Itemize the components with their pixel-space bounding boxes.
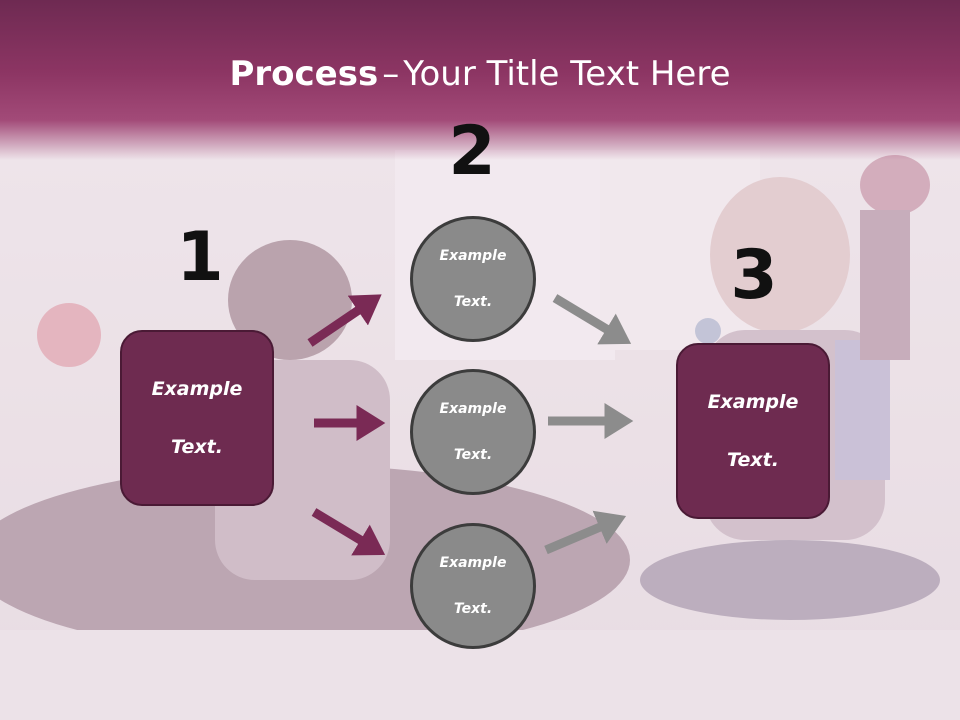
header-band xyxy=(0,0,960,160)
circle-middle-line1: Example xyxy=(439,400,507,417)
circle-middle-line2: Text. xyxy=(453,446,493,463)
title-bold: Process xyxy=(229,54,379,94)
title-separator: – xyxy=(382,54,400,94)
arrow-circle1-to-box3 xyxy=(552,294,632,345)
arrow-box1-to-circle3 xyxy=(311,508,386,556)
arrow-circle3-to-box3 xyxy=(544,510,627,555)
circle-bottom-line2: Text. xyxy=(453,600,493,617)
step-number-1: 1 xyxy=(176,218,224,297)
slide-title: Process–Your Title Text Here xyxy=(0,52,960,96)
circle-top-line1: Example xyxy=(439,247,507,264)
step-number-2: 2 xyxy=(448,112,496,191)
circle-top-line2: Text. xyxy=(453,293,493,310)
step-number-3: 3 xyxy=(730,236,778,315)
step1-box-line2: Text. xyxy=(171,435,223,458)
step3-box-line2: Text. xyxy=(727,448,779,471)
title-rest: Your Title Text Here xyxy=(403,54,731,94)
step3-box-line1: Example xyxy=(707,390,799,413)
step1-box-line1: Example xyxy=(151,377,243,400)
arrow-box1-to-circle1 xyxy=(307,294,382,347)
circle-bottom-line1: Example xyxy=(439,554,507,571)
